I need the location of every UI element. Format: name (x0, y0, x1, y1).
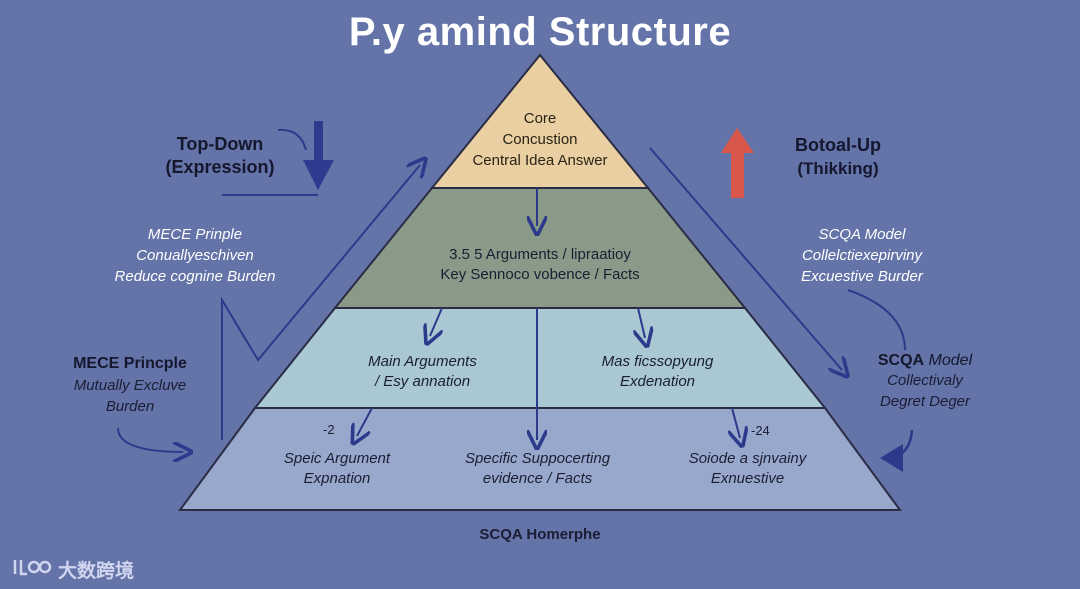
tier3-right-line: Mas ficssopyung (601, 353, 714, 370)
tier2-text: 3.5 5 Arguments / lipraatioy Key Sennoco… (390, 245, 690, 285)
top-down-label: Top-Down (176, 134, 264, 154)
up-arrow-head (721, 128, 754, 153)
tier-top-line: Central Idea Answer (472, 152, 608, 169)
tier-top-line: Core (523, 110, 557, 127)
right-scqa2-block: SCQA Model Collectivaly Degret Deger (855, 352, 995, 412)
top-down-sublabel: (Expression) (165, 157, 275, 177)
right-scqa2-line: Degret Deger (879, 393, 971, 410)
right-curve (847, 289, 906, 351)
bottom-up-label: Botoal-Up (795, 135, 881, 155)
footer-label: SCQA Homerphe (479, 526, 601, 543)
left-bottom-arrow (117, 427, 183, 452)
watermark-logo-icon (13, 560, 52, 576)
tier3-right-text: Mas ficssopyung Exdenation (570, 352, 745, 392)
right-scqa-line: SCQA Model (818, 226, 906, 243)
tier3-left-line: / Esy annation (374, 373, 471, 390)
right-scqa2-heading: SCQA Model (855, 352, 995, 370)
right-scqa-line: Excuestive Burder (801, 268, 923, 285)
left-mece-block: MECE Prinple Conuallyeschiven Reduce cog… (90, 224, 300, 287)
tier4-right-line: Soiode a sjnvainy (688, 450, 807, 467)
right-scqa2-heading-rest: Model (924, 352, 973, 369)
tier4-mid-text: Specific Suppocerting evidence / Facts (440, 449, 635, 489)
right-scqa-block: SCQA Model Collelctiexepirviny Excuestiv… (762, 224, 962, 287)
left-mece2-line: Mutually Excluve (73, 377, 187, 394)
right-scqa2-line: Collectivaly (887, 372, 963, 389)
left-mece2-line: Burden (105, 398, 155, 415)
tier4-right-text: Soiode a sjnvainy Exnuestive (665, 449, 830, 489)
watermark-text: 大数跨境 (58, 561, 135, 582)
down-arrow-head (303, 160, 334, 190)
tier3-left-text: Main Arguments / Esy annation (340, 352, 505, 392)
left-mece2-block: MECE Princple Mutually Excluve Burden (55, 352, 205, 417)
page-title: P.y amind Structure (348, 10, 732, 54)
tier4-mid-line: evidence / Facts (482, 470, 593, 487)
tier-top-text: Core Concustion Central Idea Answer (440, 108, 640, 171)
tier3-left-line: Main Arguments (368, 353, 477, 370)
tier-top-line: Concustion (502, 131, 578, 148)
left-mece2-heading: MECE Princple (73, 355, 187, 372)
tier4-right-line: Exnuestive (710, 470, 785, 487)
right-diagonal-arrow (649, 147, 842, 370)
right-scqa2-heading-bold: SCQA (877, 352, 925, 369)
down-arrow-shaft (314, 121, 323, 163)
top-down-heading: Top-Down (Expression) (150, 133, 290, 179)
bottom-up-heading: Botoal-Up (Thikking) (763, 134, 913, 180)
watermark: 大数跨境 (12, 556, 134, 583)
tier4-left-line: Expnation (303, 470, 371, 487)
left-zigzag-path (221, 165, 420, 440)
left-mece-line: Reduce cognine Burden (114, 268, 276, 285)
bottom-up-sublabel: (Thikking) (797, 159, 879, 178)
right-scqa-line: Collelctiexepirviny (801, 247, 923, 264)
tier4-left-text: Speic Argument Expnation (262, 449, 412, 489)
right-bottom-arrowhead (880, 444, 903, 472)
left-mece-line: MECE Prinple (147, 226, 243, 243)
tier2-line: Key Sennoco vobence / Facts (440, 266, 640, 283)
tier3-right-line: Exdenation (619, 373, 696, 390)
tier4-number-left: -2 (323, 422, 335, 437)
arrow-tier3-right (732, 407, 740, 438)
tier2-line: 3.5 5 Arguments / lipraatioy (449, 246, 631, 263)
tier4-left-line: Speic Argument (283, 450, 391, 467)
top-down-curve (277, 128, 307, 151)
tier4-mid-line: Specific Suppocerting (464, 450, 611, 467)
left-mece-line: Conuallyeschiven (136, 247, 254, 264)
arrow-tier2-left (430, 307, 442, 336)
up-arrow-shaft (731, 150, 744, 198)
arrow-tier2-right (638, 307, 645, 338)
tier4-number-right: -24 (751, 423, 770, 438)
arrow-tier3-left (357, 407, 373, 436)
